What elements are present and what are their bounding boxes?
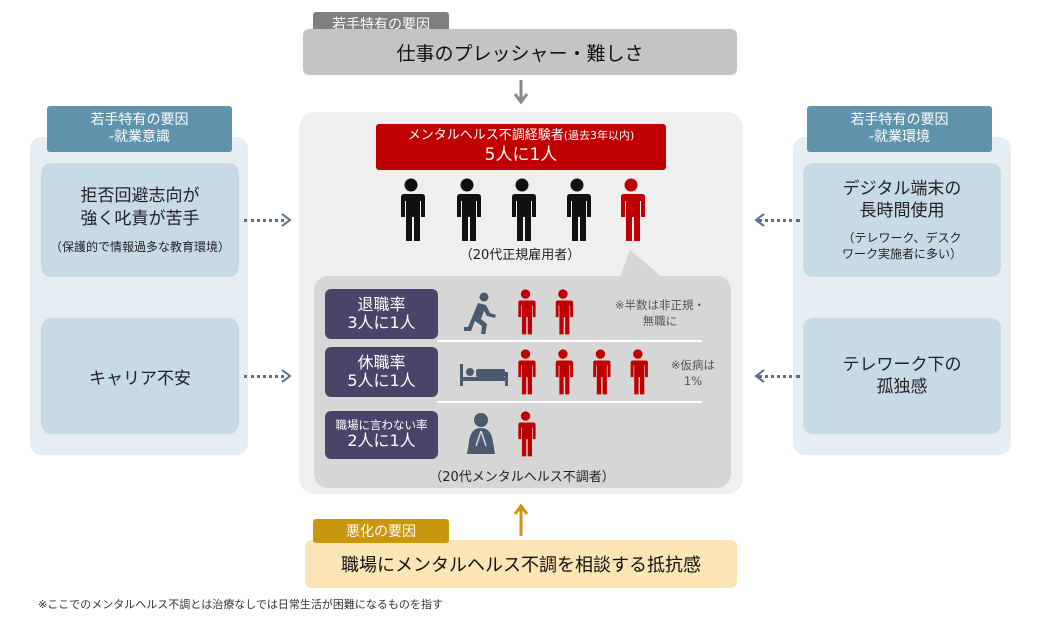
- right-tag-line1: 若手特有の要因: [850, 111, 949, 128]
- leave-rate-title: 休職率: [357, 352, 406, 372]
- left-factor-tag: 若手特有の要因 -就業意識: [47, 106, 232, 152]
- unreported-rate-label: 職場に言わない率 2人に1人: [325, 411, 438, 459]
- right-card-digital: デジタル端末の 長時間使用 （テレワーク、デスク ワーク実施者に多い）: [803, 163, 1001, 277]
- bottom-factor-box: 職場にメンタルヘルス不調を相談する抵抗感: [305, 540, 737, 588]
- center-header-paren: (過去3年以内): [563, 129, 635, 143]
- bottom-factor-tag: 悪化の要因: [313, 519, 449, 543]
- person-icon: [456, 178, 481, 241]
- top-down-arrow: [513, 80, 529, 108]
- inner-caption: （20代メンタルヘルス不調者）: [429, 469, 615, 485]
- left-tag-line1: 若手特有の要因: [90, 111, 189, 128]
- left-arrow-2-line: [244, 375, 284, 378]
- center-header-ratio: 5人に1人: [484, 144, 558, 165]
- unreported-people: [514, 411, 544, 457]
- right-card1-note-line2: ワーク実施者に多い）: [841, 247, 962, 262]
- left-card-rejection: 拒否回避志向が 強く叱責が苦手 （保護的で情報過多な教育環境）: [41, 163, 239, 277]
- leave-note-line2: 1%: [683, 373, 703, 388]
- resignation-note: ※半数は非正規・ 無職に: [600, 298, 720, 329]
- left-card-career: キャリア不安: [41, 318, 239, 434]
- resignation-note-line2: 無職に: [642, 313, 678, 328]
- footnote: ※ここでのメンタルヘルス不調とは治療なしでは日常生活が困難になるものを指す: [38, 598, 443, 611]
- center-header-line1: メンタルヘルス不調経験者(過去3年以内): [408, 128, 635, 144]
- person-icon: [566, 178, 591, 241]
- left-arrow-1-line: [244, 219, 284, 222]
- top-factor-title: 仕事のプレッシャー・難しさ: [396, 42, 644, 65]
- leave-note-line1: ※仮病は: [670, 358, 716, 372]
- left-card1-title-line1: 拒否回避志向が: [80, 186, 200, 207]
- person-red-icon: [517, 289, 536, 335]
- right-card2-title-line1: テレワーク下の: [842, 354, 962, 375]
- center-header: メンタルヘルス不調経験者(過去3年以内) 5人に1人: [376, 124, 666, 170]
- right-arrow-2-line: [758, 375, 800, 378]
- people-caption: （20代正規雇用者）: [459, 247, 581, 263]
- right-factor-tag: 若手特有の要因 -就業環境: [807, 106, 992, 152]
- bottom-up-arrow: [513, 504, 529, 536]
- running-person-icon: [464, 292, 498, 334]
- right-card1-note-line1: （テレワーク、デスク: [842, 230, 962, 245]
- person-red-icon: [620, 178, 645, 241]
- right-card2-title-line2: 孤独感: [876, 377, 928, 397]
- person-icon: [511, 178, 536, 241]
- bottom-factor-title: 職場にメンタルヘルス不調を相談する抵抗感: [341, 555, 701, 576]
- leave-note: ※仮病は 1%: [660, 358, 726, 389]
- left-card2-title: キャリア不安: [89, 368, 191, 389]
- person-red-icon: [517, 349, 536, 395]
- center-header-main: メンタルヘルス不調経験者: [407, 128, 564, 144]
- right-arrow-1-line: [758, 219, 800, 222]
- leave-people: [514, 349, 664, 395]
- resignation-note-line1: ※半数は非正規・: [614, 298, 706, 312]
- left-card1-note: （保護的で情報過多な教育環境）: [49, 239, 230, 254]
- resignation-rate-label: 退職率 3人に1人: [325, 289, 438, 339]
- hiding-person-icon: [466, 412, 496, 456]
- unreported-rate-value: 2人に1人: [347, 431, 416, 451]
- left-card1-title-line2: 強く叱責が苦手: [80, 208, 200, 229]
- left-tag-line2: -就業意識: [108, 129, 171, 145]
- divider-1: [437, 340, 702, 342]
- resignation-people: [514, 289, 580, 335]
- left-arrow-2-head: [280, 369, 292, 383]
- right-card1-title-line1: デジタル端末の: [842, 178, 962, 199]
- person-red-icon: [629, 349, 648, 395]
- bed-icon: [459, 362, 509, 388]
- right-card-isolation: テレワーク下の 孤独感: [803, 318, 1001, 434]
- person-red-icon: [592, 349, 611, 395]
- resignation-rate-title: 退職率: [357, 294, 406, 314]
- right-card1-title-line2: 長時間使用: [859, 200, 945, 221]
- leave-rate-label: 休職率 5人に1人: [325, 347, 438, 397]
- resignation-rate-value: 3人に1人: [347, 313, 416, 332]
- divider-2: [437, 401, 702, 403]
- person-red-icon: [555, 289, 574, 335]
- right-arrow-1-head: [754, 213, 766, 227]
- person-red-icon: [555, 349, 574, 395]
- unreported-rate-title: 職場に言わない率: [335, 418, 428, 433]
- left-arrow-1-head: [280, 213, 292, 227]
- people-row: [395, 178, 651, 244]
- top-factor-box: 仕事のプレッシャー・難しさ: [303, 29, 737, 75]
- person-icon: [400, 178, 425, 241]
- person-red-icon: [517, 411, 536, 457]
- inner-panel-pointer: [618, 250, 668, 282]
- leave-rate-value: 5人に1人: [347, 371, 416, 390]
- right-arrow-2-head: [754, 369, 766, 383]
- right-tag-line2: -就業環境: [868, 129, 931, 145]
